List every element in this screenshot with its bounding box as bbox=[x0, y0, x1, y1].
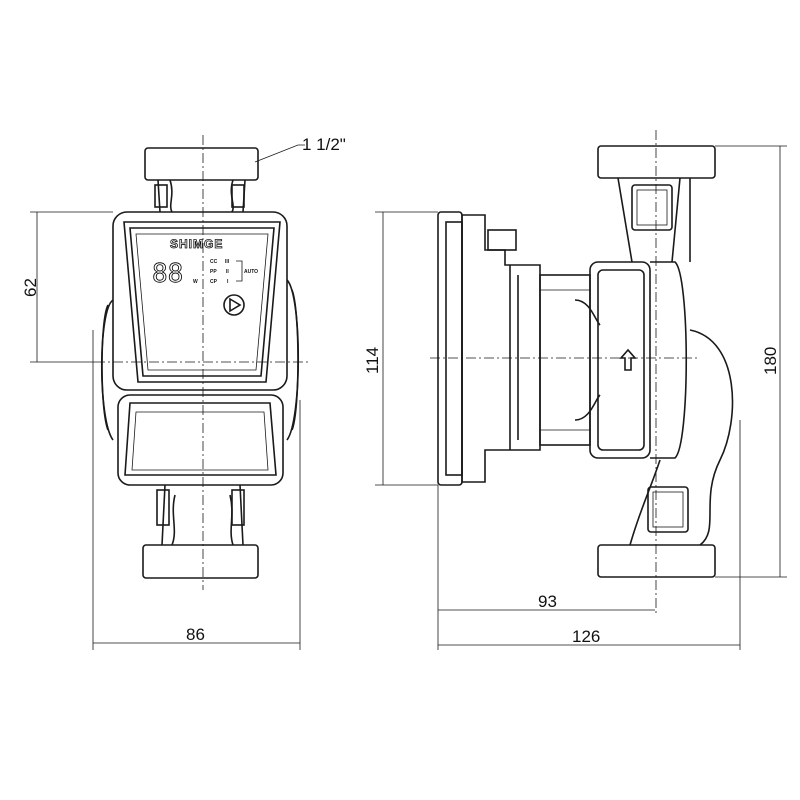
dim-93-label: 93 bbox=[538, 592, 557, 611]
dim-86-label: 86 bbox=[186, 625, 205, 644]
dim-114-lines bbox=[375, 211, 438, 486]
play-button bbox=[223, 294, 245, 316]
dim-114-label: 114 bbox=[363, 347, 382, 374]
connection-size-label: 1 1/2" bbox=[302, 135, 346, 154]
side-top-window bbox=[631, 184, 673, 231]
auto-bracket bbox=[236, 260, 243, 282]
side-motor bbox=[539, 274, 591, 446]
dim-62-lines bbox=[30, 211, 113, 363]
side-view bbox=[430, 130, 734, 615]
digit-display: 88 bbox=[152, 259, 183, 289]
display-panel-inner bbox=[129, 227, 275, 377]
dim-180-label: 180 bbox=[761, 347, 780, 375]
dim-62-label: 62 bbox=[21, 278, 40, 297]
mode-label-cp: CP bbox=[210, 279, 218, 285]
dim-126-label: 126 bbox=[572, 627, 600, 646]
bottom-flange bbox=[142, 544, 259, 579]
side-dimensions: 114 180 93 126 bbox=[363, 145, 787, 650]
terminal-box bbox=[117, 394, 284, 486]
side-bottom-flange bbox=[597, 544, 716, 578]
side-housing-ribs bbox=[509, 265, 519, 450]
side-top-pipe bbox=[617, 177, 691, 263]
side-top-window-inner bbox=[636, 189, 668, 226]
top-flange bbox=[144, 147, 259, 181]
auto-label: AUTO bbox=[244, 269, 258, 275]
side-top-flange bbox=[597, 145, 716, 179]
side-motor-ribs bbox=[540, 289, 590, 431]
unit-label: W bbox=[193, 279, 198, 285]
bottom-rib-left bbox=[156, 489, 170, 526]
right-bulge bbox=[286, 279, 300, 441]
left-bulge-inner bbox=[101, 304, 109, 431]
side-connector bbox=[487, 229, 517, 251]
side-bottom-window bbox=[647, 486, 689, 533]
side-back-plate-inner bbox=[445, 221, 463, 476]
dim-86-lines bbox=[92, 330, 301, 650]
bottom-neck bbox=[161, 484, 244, 546]
right-bulge-inner bbox=[291, 289, 299, 431]
mode-indicators: CC PP CP III II I AUTO bbox=[210, 259, 258, 285]
play-icon bbox=[229, 297, 242, 313]
side-pump-housing bbox=[589, 261, 651, 459]
level-label-2: II bbox=[226, 269, 229, 275]
side-volute bbox=[629, 329, 734, 546]
flow-direction-arrow-icon bbox=[619, 348, 637, 371]
side-bottom-window-inner bbox=[652, 491, 684, 528]
display-panel-outer bbox=[123, 221, 281, 383]
dim-180-lines bbox=[715, 145, 787, 578]
front-dimensions: 1 1/2" 62 86 bbox=[21, 135, 346, 650]
side-pump-housing-inner bbox=[597, 269, 645, 451]
front-view: SHIMGE 88 W CC PP CP III II I AUTO bbox=[95, 135, 310, 590]
side-electronics-housing bbox=[461, 214, 541, 483]
connection-leader bbox=[254, 144, 305, 163]
top-rib-right bbox=[231, 184, 245, 208]
terminal-box-face bbox=[124, 402, 277, 476]
mode-label-pp: PP bbox=[210, 269, 217, 275]
brand-logo: SHIMGE bbox=[170, 237, 223, 251]
side-clamps bbox=[574, 299, 601, 421]
bottom-rib-right bbox=[231, 489, 245, 526]
terminal-box-inner bbox=[131, 411, 269, 471]
control-housing bbox=[112, 211, 288, 391]
level-label-1: I bbox=[227, 279, 229, 285]
top-rib-left bbox=[154, 184, 168, 208]
display-panel-edge bbox=[135, 233, 269, 371]
level-label-3: III bbox=[225, 259, 230, 265]
side-impeller-cover bbox=[650, 261, 688, 459]
mode-label-cc: CC bbox=[210, 259, 218, 265]
side-back-plate bbox=[437, 211, 463, 486]
dim-126-lines bbox=[438, 420, 741, 650]
dim-93-lines bbox=[437, 485, 655, 650]
play-button-ring bbox=[223, 294, 245, 316]
